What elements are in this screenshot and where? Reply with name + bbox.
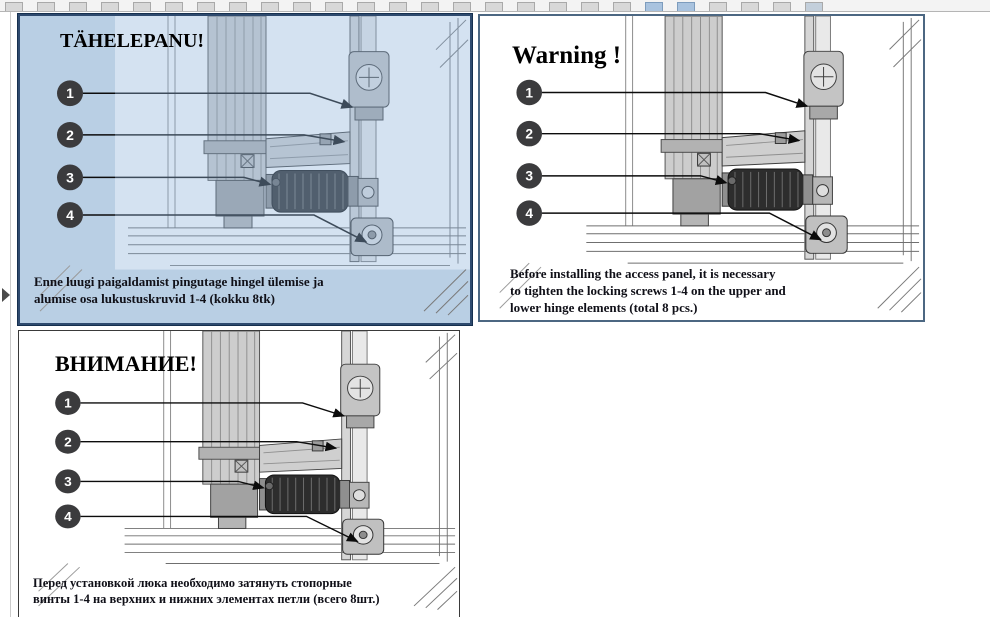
panel-caption-russian: Перед установкой люка необходимо затянут…	[33, 575, 380, 608]
callout-number-3: 3	[525, 169, 533, 184]
toolbar-icon[interactable]	[389, 2, 407, 11]
caption-line: to tighten the locking screws 1-4 on the…	[510, 282, 786, 298]
callout-circle-3	[55, 469, 81, 494]
hinge-diagram-svg: 1 2 3 4	[499, 16, 923, 313]
caption-line: Enne luugi paigaldamist pingutage hingel…	[34, 274, 324, 289]
toolbar-icon[interactable]	[69, 2, 87, 11]
callout-number-3: 3	[66, 169, 74, 185]
toolbar-icon[interactable]	[485, 2, 503, 11]
toolbar-icon[interactable]	[709, 2, 727, 11]
toolbar-icon[interactable]	[421, 2, 439, 11]
toolbar-icon[interactable]	[773, 2, 791, 11]
hinge-diagram: 1 2 3 4	[20, 16, 470, 323]
toolbar-icon[interactable]	[101, 2, 119, 11]
hinge-drawing	[499, 16, 923, 313]
hinge-drawing	[39, 16, 470, 316]
callout-number-2: 2	[64, 435, 72, 450]
callout-circle-1	[516, 79, 543, 106]
panel-caption-estonian: Enne luugi paigaldamist pingutage hingel…	[34, 274, 324, 308]
toolbar-icon[interactable]	[517, 2, 535, 11]
toolbar-icon[interactable]	[165, 2, 183, 11]
callout-lines	[542, 91, 822, 241]
callout-circle-2	[55, 429, 81, 454]
collapse-arrow-icon[interactable]	[2, 288, 10, 302]
callout-circle-1	[57, 80, 83, 107]
panel-title-english: Warning !	[512, 42, 622, 69]
hinge-drawing	[38, 331, 459, 610]
toolbar-icon[interactable]	[453, 2, 471, 11]
callout-number-4: 4	[525, 206, 533, 221]
toolbar-icon[interactable]	[741, 2, 759, 11]
panel-estonian[interactable]: 1 2 3 4 TÄHELEPANU! Enne luugi paigaldam…	[18, 14, 472, 325]
toolbar-icon[interactable]	[197, 2, 215, 11]
callout-number-3: 3	[64, 474, 72, 489]
hinge-diagram: 1 2 3 4	[19, 331, 459, 617]
callout-lines	[80, 402, 359, 542]
callout-number-2: 2	[66, 127, 74, 143]
callout-circle-4	[55, 504, 81, 529]
caption-line: alumise osa lukustuskruvid 1-4 (kokku 8t…	[34, 290, 275, 306]
panel-english[interactable]: 1 2 3 4 Warning ! Before installing the …	[478, 14, 925, 322]
toolbar-icon[interactable]	[133, 2, 151, 11]
left-margin-rail	[0, 12, 11, 617]
hinge-diagram-svg: 1 2 3 4	[39, 16, 470, 316]
toolbar-icon[interactable]	[293, 2, 311, 11]
caption-line: lower hinge elements (total 8 pcs.)	[510, 299, 698, 315]
callout-circle-2	[57, 121, 83, 148]
toolbar-icon[interactable]	[805, 2, 823, 11]
toolbar-icon[interactable]	[357, 2, 375, 11]
callout-lines	[83, 92, 368, 243]
toolbar-icon[interactable]	[325, 2, 343, 11]
toolbar-icon[interactable]	[5, 2, 23, 11]
toolbar-icon[interactable]	[581, 2, 599, 11]
callout-circle-2	[516, 120, 543, 147]
panel-title-russian: ВНИМАНИЕ!	[55, 351, 197, 376]
callout-badges: 1 2 3 4	[55, 390, 81, 529]
selection-tint-overlay	[115, 16, 470, 270]
toolbar-icon[interactable]	[549, 2, 567, 11]
callout-circle-3	[57, 164, 83, 191]
callout-circle-1	[55, 390, 81, 415]
toolbar-icon[interactable]	[229, 2, 247, 11]
toolbar-icon[interactable]	[677, 2, 695, 11]
panel-title-estonian: TÄHELEPANU!	[60, 30, 205, 52]
caption-line: винты 1-4 на верхних и нижних элементах …	[33, 592, 380, 607]
caption-line: Before installing the access panel, it i…	[510, 266, 776, 281]
hinge-diagram-svg: 1 2 3 4	[38, 331, 459, 610]
callout-badges: 1 2 3 4	[57, 80, 83, 228]
callout-number-2: 2	[525, 127, 533, 142]
toolbar-icon[interactable]	[37, 2, 55, 11]
callout-number-4: 4	[64, 509, 72, 524]
callout-number-4: 4	[66, 207, 74, 223]
callout-number-1: 1	[525, 85, 533, 100]
callout-number-1: 1	[66, 85, 74, 101]
toolbar-icon[interactable]	[261, 2, 279, 11]
callout-circle-4	[57, 202, 83, 228]
panel-russian[interactable]: 1 2 3 4 ВНИМАНИЕ! Перед установкой люка …	[18, 330, 460, 617]
caption-line: Перед установкой люка необходимо затянут…	[33, 576, 352, 590]
toolbar-icon[interactable]	[613, 2, 631, 11]
hinge-diagram: 1 2 3 4	[480, 16, 923, 320]
callout-circle-4	[516, 200, 543, 226]
panel-caption-english: Before installing the access panel, it i…	[510, 266, 786, 317]
callout-number-1: 1	[64, 396, 72, 411]
toolbar	[0, 0, 990, 12]
callout-badges: 1 2 3 4	[516, 79, 543, 226]
toolbar-icon[interactable]	[645, 2, 663, 11]
callout-circle-3	[516, 163, 543, 189]
